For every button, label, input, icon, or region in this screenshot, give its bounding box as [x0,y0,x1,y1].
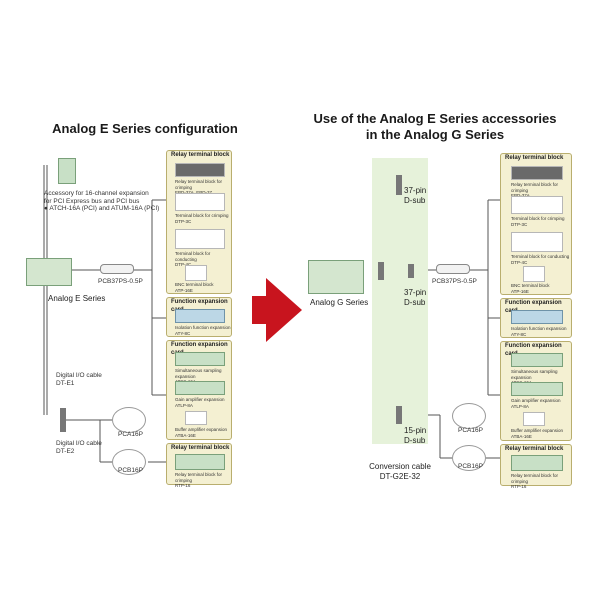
left-pcb-cable-image [100,264,134,274]
left-connector-image [60,408,66,432]
right-title-line-2: in the Analog G Series [365,127,505,142]
right-title-line-1: Use of the Analog E Series accessories [313,111,557,126]
left-pcb-cable-label: PCB37PS-0.5P [98,278,143,285]
left-pca-cable-label: PCA16P [118,431,143,438]
left-relay-item-4-image [185,265,207,281]
digital-cable-2-label: Digital I/O cable DT-E2 [56,440,102,455]
left-relay-2-item-image [175,454,225,470]
left-function-group-1: Function expansion card Isolation functi… [166,297,232,337]
left-relay-group: Relay terminal block Relay terminal bloc… [166,150,232,294]
right-function-2-item-3-image [523,412,545,426]
accessory-card-image [58,158,76,184]
arrow-shaft [252,296,268,324]
right-relay-item-2-image [511,196,563,214]
left-pcb16-cable-image [112,449,146,475]
right-relay-group-2: Relay terminal block Relay terminal bloc… [500,444,572,489]
left-relay-item-1-image [175,163,225,177]
analog-e-device-label: Analog E Series [48,294,106,303]
left-function-2-item-2-image [175,381,225,395]
analog-g-device-image [308,260,364,294]
right-pca-cable-label: PCA16P [458,427,483,434]
right-arrow-icon [266,278,302,342]
left-pcb16-cable-label: PCB16P [118,467,143,474]
accessory-note: Accessory for 16-channel expansion for P… [44,190,160,212]
right-function-group-2: Function expansion card Simultaneous sam… [500,341,572,441]
analog-e-device-image [26,258,72,286]
left-function-2-item-3-image [185,411,207,425]
left-relay-item-2-image [175,193,225,211]
dsub-15-connector [396,406,402,424]
right-relay-group-2-title: Relay terminal block [505,446,564,452]
left-title: Analog E Series configuration [52,121,238,136]
dsub-37-c-connector [408,264,414,278]
left-function-2-item-1-image [175,352,225,366]
right-relay-item-1-image [511,166,563,180]
right-pcb-cable-label: PCB37PS-0.5P [432,278,477,285]
right-pcb16-cable-label: PCB16P [458,463,483,470]
digital-cable-1-label: Digital I/O cable DT-E1 [56,372,102,387]
analog-g-device-label: Analog G Series [310,298,369,307]
left-relay-item-1-label: Relay terminal block for crimpingEPD-37A… [175,179,223,195]
left-pca-cable-image [112,407,146,433]
right-pcb16-cable-image [452,445,486,471]
left-function-group-2: Function expansion card Simultaneous sam… [166,340,232,440]
dsub-37-a-connector [396,175,402,195]
left-relay-group-2: Relay terminal block Relay terminal bloc… [166,443,232,488]
right-pcb-cable-image [436,264,470,274]
right-pca-cable-image [452,403,486,429]
conversion-cable-band [372,158,428,444]
left-function-1-item-image [175,309,225,323]
dsub-37-b-connector [378,262,384,280]
left-relay-group-2-title: Relay terminal block [171,445,230,451]
right-relay-group: Relay terminal block Relay terminal bloc… [500,153,572,295]
right-function-1-item-image [511,310,563,324]
right-relay-group-title: Relay terminal block [505,155,564,161]
right-relay-2-item-image [511,455,563,471]
right-relay-item-1-label: Relay terminal block for crimpingEPD-37A [511,182,559,198]
left-relay-item-3-image [175,229,225,249]
right-relay-item-4-image [523,266,545,282]
right-function-2-item-2-image [511,382,563,396]
right-relay-item-3-image [511,232,563,252]
left-relay-group-title: Relay terminal block [171,152,230,158]
right-function-2-item-1-image [511,353,563,367]
right-function-group-1: Function expansion card Isolation functi… [500,298,572,338]
conversion-cable-label: Conversion cable DT-G2E-32 [369,462,431,481]
